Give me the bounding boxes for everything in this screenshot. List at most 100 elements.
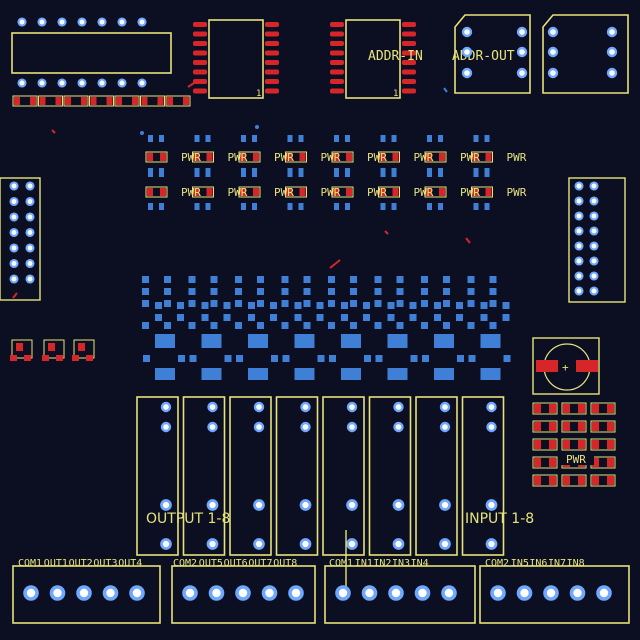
smd-pad [178,355,185,362]
smd-pad [210,300,218,307]
resistor-pad [592,422,599,431]
led-pad [345,135,350,142]
smd-pad [467,276,475,283]
pwr-label: PWR [414,186,434,199]
smd-pad [350,300,357,307]
smd-pad [480,302,488,309]
resistor-pad [534,404,541,413]
smd-pad [223,314,231,321]
smd-pad [410,355,418,362]
pwr-label: PWR [181,186,201,199]
resistor-outline [114,95,140,107]
smd-pad-large [294,334,315,348]
led-pad [160,188,166,196]
connector-label: IN8 [567,558,585,569]
right-side-header [568,177,626,303]
dip-pin [137,78,147,88]
resistor-outline [590,402,616,415]
relay-pin [346,421,358,433]
smd-pad [188,322,196,329]
pwr-label: PWR [228,186,248,199]
led-outline [145,151,168,163]
addr-out-label: ADDR-OUT [452,49,515,64]
dip-pin [117,17,127,27]
header-pin [589,181,599,191]
smd-pad [502,314,510,321]
smd-pad [375,355,383,362]
smd-pad [480,314,488,321]
cap-polarity-mark: + [562,361,569,374]
smd-pad [177,302,184,309]
resistor-pad [549,458,556,467]
dip-pin [37,17,47,27]
smd-pad [164,288,171,295]
smd-pad [142,300,149,307]
terminal-screw [596,585,612,601]
smd-pad [443,300,450,307]
relay-pin [207,401,218,413]
smd-pad [328,322,335,329]
smd-pad [164,322,171,329]
ic-pad [330,60,344,65]
dip-pin [97,78,107,88]
smd-pad [443,322,450,329]
connector-label: IN2 [373,558,391,569]
resistor-pad [55,97,62,105]
small-part-outline [11,339,33,359]
ic-pad [402,50,416,56]
smd-pad [177,314,184,321]
led-outline [424,151,447,163]
smd-pad [387,302,395,309]
resistor-outline [561,438,587,451]
pwr-label: PWR [367,186,387,199]
header-pin [461,67,473,79]
ic-pad [330,41,344,46]
resistor-outline [590,420,616,433]
connector-label: IN1 [355,558,373,569]
smd-pad-large [294,368,315,380]
led-outline [424,186,447,198]
smd-pad [467,288,475,295]
header-pin [25,274,35,284]
resistor-outline [590,438,616,451]
header-pin [606,26,618,38]
smd-pad [328,300,335,307]
led-outline [331,151,354,163]
header-pin [547,46,559,58]
resistor-outline [532,474,558,487]
smd-pad [350,288,357,295]
smd-pad [235,288,242,295]
smd-pad [489,300,497,307]
smd-pad-large [480,334,501,348]
resistor-outline [532,438,558,451]
dip-pin [17,78,27,88]
led-pad [379,188,386,196]
resistor-pad [65,97,71,105]
led-pad [205,203,211,210]
header-pin [516,26,528,38]
led-pad [159,170,164,177]
header-pin [589,286,599,296]
resistor-outline [38,95,63,107]
ic-pad [265,31,279,37]
relay-outline [229,396,272,556]
led-pad [346,188,352,196]
relay-pin [346,401,358,413]
led-pad [473,203,479,210]
ic-pad [402,31,416,37]
connector-label: COM2 [485,558,509,569]
smd-pad [294,314,302,321]
led-pad [426,153,432,161]
header-pin [589,256,599,266]
led-outline [238,151,261,163]
smd-pad [457,355,464,362]
connector-label: OUT5 [199,558,223,569]
led-pad [391,135,397,142]
smd-pad [210,276,218,283]
led-pad [473,170,479,177]
small-part-pad [86,355,93,361]
smd-pad-large [434,334,454,348]
smd-pad [421,288,428,295]
smd-pad [188,288,196,295]
led-pad [392,153,399,161]
